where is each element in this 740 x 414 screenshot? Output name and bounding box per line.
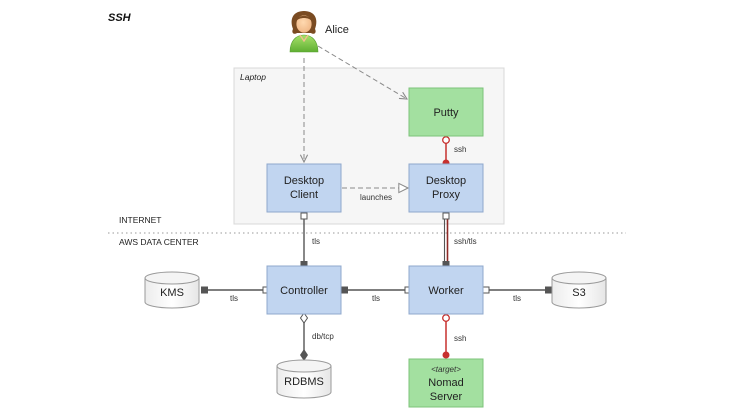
- nomad-stereotype-label: <target>: [431, 365, 461, 374]
- kms-controller-label: tls: [230, 294, 238, 303]
- client-controller-label: tls: [312, 237, 320, 246]
- desktop-proxy-box: [408, 163, 484, 213]
- nomad-label-line-1: Nomad: [428, 377, 463, 389]
- worker-nomad-solid-end: [442, 351, 450, 359]
- laptop-zone-label: Laptop: [240, 72, 266, 82]
- desktop-proxy-label-line-2: Proxy: [432, 189, 461, 201]
- rdbms-label: RDBMS: [284, 376, 324, 388]
- worker-node[interactable]: Worker: [408, 265, 484, 315]
- kms-controller-solid-end: [201, 286, 208, 294]
- controller-rdbms-hollow-diamond: [299, 312, 309, 324]
- desktop-proxy-node[interactable]: Desktop Proxy: [408, 163, 484, 213]
- s3-cylinder-top: [551, 271, 607, 285]
- putty-box: [408, 87, 484, 137]
- alice-user-icon: [289, 11, 319, 53]
- rdbms-cylinder-top: [276, 359, 332, 373]
- desktop-client-label-line-1: Desktop: [284, 175, 324, 187]
- nomad-label-line-2: Server: [430, 391, 463, 403]
- putty-proxy-hollow-end: [442, 136, 450, 144]
- proxy-worker-label: ssh/tls: [454, 237, 477, 246]
- nomad-server-node[interactable]: <target> Nomad Server: [408, 358, 484, 408]
- worker-s3-hollow-end: [482, 286, 490, 294]
- controller-node[interactable]: Controller: [266, 265, 342, 315]
- client-controller-hollow-end: [300, 212, 308, 220]
- rdbms-cylinder-body: [276, 366, 332, 399]
- worker-s3-solid-end: [545, 286, 552, 294]
- controller-worker-solid-end: [341, 286, 348, 294]
- controller-rdbms-solid-diamond: [300, 349, 308, 361]
- diagram-title: SSH: [108, 12, 132, 24]
- kms-database-node[interactable]: KMS: [144, 271, 200, 309]
- controller-worker-label: tls: [372, 294, 380, 303]
- proxy-worker-hollow-end: [442, 212, 450, 220]
- putty-label: Putty: [433, 107, 459, 119]
- internet-zone-label: INTERNET: [119, 215, 162, 225]
- rdbms-database-node[interactable]: RDBMS: [276, 359, 332, 399]
- worker-nomad-label: ssh: [454, 334, 466, 343]
- controller-rdbms-label: db/tcp: [312, 332, 334, 341]
- s3-label: S3: [572, 287, 585, 299]
- alice-label: Alice: [325, 24, 349, 36]
- alice-body: [289, 34, 319, 53]
- putty-proxy-label: ssh: [454, 145, 466, 154]
- s3-cylinder-body: [551, 278, 607, 309]
- worker-nomad-hollow-end: [442, 314, 450, 322]
- alice-face: [296, 15, 312, 33]
- client-proxy-label: launches: [360, 193, 392, 202]
- controller-box: [266, 265, 342, 315]
- kms-cylinder-body: [144, 278, 200, 309]
- desktop-client-label-line-2: Client: [290, 189, 318, 201]
- aws-zone-label: AWS DATA CENTER: [119, 237, 199, 247]
- worker-box: [408, 265, 484, 315]
- desktop-client-node[interactable]: Desktop Client: [266, 163, 342, 213]
- desktop-proxy-label-line-1: Desktop: [426, 175, 466, 187]
- putty-node[interactable]: Putty: [408, 87, 484, 137]
- worker-label: Worker: [428, 285, 464, 297]
- nomad-server-box: [408, 358, 484, 408]
- kms-label: KMS: [160, 287, 184, 299]
- controller-label: Controller: [280, 285, 328, 297]
- alice-fringe: [296, 15, 312, 21]
- s3-database-node[interactable]: S3: [551, 271, 607, 309]
- proxy-worker-solid-end: [442, 261, 450, 268]
- worker-s3-label: tls: [513, 294, 521, 303]
- client-controller-solid-end: [300, 261, 308, 268]
- alice-to-putty-edge: [317, 45, 407, 99]
- kms-cylinder-top: [144, 271, 200, 285]
- desktop-client-box: [266, 163, 342, 213]
- alice-collar: [299, 34, 309, 43]
